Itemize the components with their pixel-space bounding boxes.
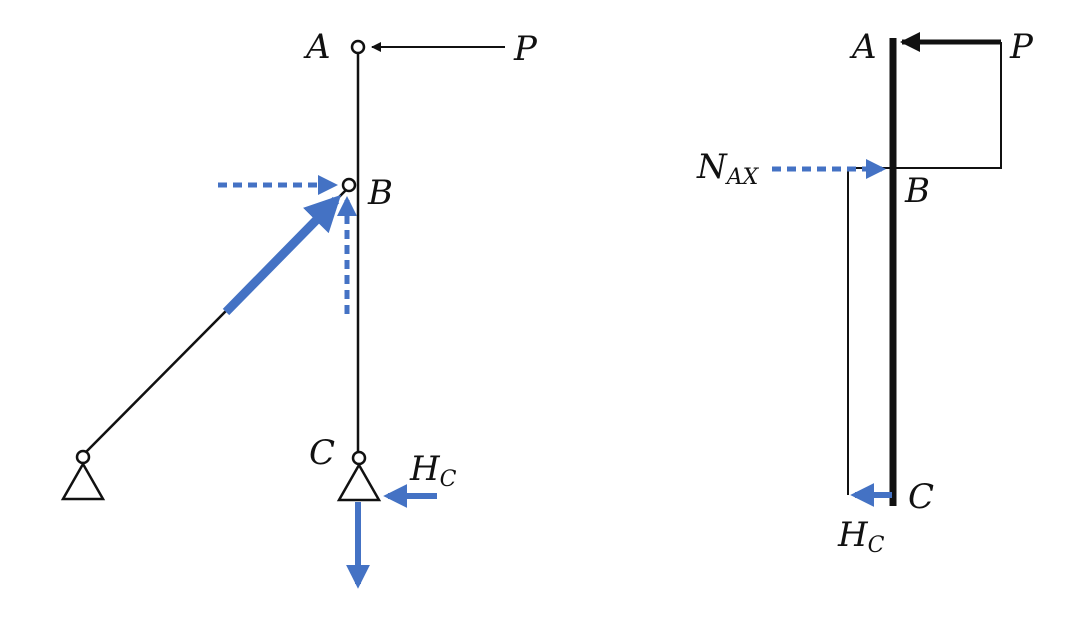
right-structure [847,32,1002,506]
right-labels: A P NAX B C HC [696,27,1034,558]
label-hc-left: HC [409,449,457,492]
left-structure [60,39,505,502]
hinge-b [341,177,357,193]
label-c-left: C [309,433,335,473]
label-b-left: B [367,173,393,213]
label-p-left: P [513,29,538,69]
left-labels: A P B C HC [303,27,538,492]
upper-moment-outline [893,42,1002,169]
label-a-left: A [303,27,331,67]
support-triangle-left [60,461,106,501]
label-c-right: C [908,477,934,517]
label-a-right: A [849,27,877,67]
hinge-a [350,39,366,55]
label-nax-right: NAX [696,147,760,190]
label-b-right: B [904,171,930,211]
strut-force-arrow [222,194,342,316]
label-p-right: P [1009,27,1034,67]
right-blue-forces [772,159,892,507]
support-triangle-c [336,462,382,502]
lower-moment-outline [847,167,893,495]
hinge-strut-base [75,449,91,465]
left-blue-forces [218,175,437,589]
label-hc-right: HC [837,515,885,558]
hinge-c [351,450,367,466]
